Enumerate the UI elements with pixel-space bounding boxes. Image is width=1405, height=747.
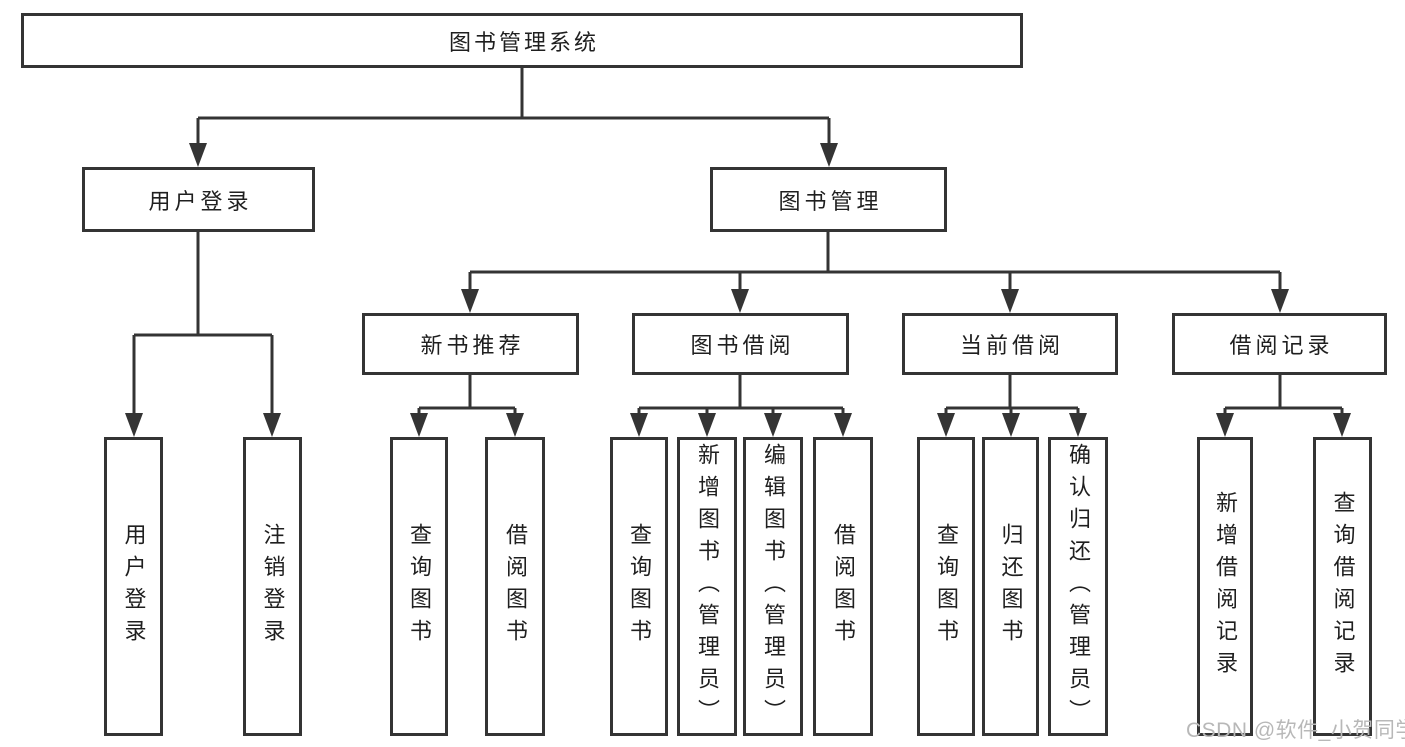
node-new-book-recommend: 新书推荐 (362, 313, 579, 375)
leaf-current-return-book-label: 归还图书 (998, 522, 1024, 651)
node-book-borrowing: 图书借阅 (632, 313, 849, 375)
leaf-current-confirm-return-admin: 确认归还（管理员） (1048, 437, 1108, 736)
node-system-root: 图书管理系统 (21, 13, 1023, 68)
leaf-borrowing-edit-book-admin-label: 编辑图书（管理员） (761, 442, 786, 731)
leaf-borrowing-borrow-book-label: 借阅图书 (831, 522, 856, 651)
leaf-borrowing-edit-book-admin: 编辑图书（管理员） (743, 437, 803, 736)
node-user-login: 用户登录 (82, 167, 315, 232)
node-current-borrowing: 当前借阅 (902, 313, 1118, 375)
leaf-records-query-record-label: 查询借阅记录 (1330, 490, 1356, 683)
leaf-current-query-book-label: 查询图书 (934, 522, 959, 651)
leaf-newbooks-borrow-book: 借阅图书 (485, 437, 545, 736)
csdn-watermark: CSDN @软件_小贺同学 (1186, 719, 1405, 742)
leaf-borrowing-add-book-admin: 新增图书（管理员） (677, 437, 737, 736)
leaf-user-login: 用户登录 (104, 437, 163, 736)
leaf-records-add-record-label: 新增借阅记录 (1213, 490, 1238, 683)
leaf-current-confirm-return-admin-label: 确认归还（管理员） (1066, 442, 1091, 731)
leaf-borrowing-query-book-label: 查询图书 (627, 522, 652, 651)
leaf-borrowing-add-book-admin-label: 新增图书（管理员） (695, 442, 720, 731)
leaf-newbooks-query-book-label: 查询图书 (407, 522, 432, 651)
node-book-management: 图书管理 (710, 167, 947, 232)
leaf-user-logout: 注销登录 (243, 437, 302, 736)
leaf-records-query-record: 查询借阅记录 (1313, 437, 1372, 736)
leaf-records-add-record: 新增借阅记录 (1197, 437, 1253, 736)
leaf-current-return-book: 归还图书 (982, 437, 1039, 736)
leaf-user-login-label: 用户登录 (121, 522, 147, 651)
leaf-user-logout-label: 注销登录 (260, 522, 286, 651)
leaf-newbooks-query-book: 查询图书 (390, 437, 448, 736)
leaf-borrowing-query-book: 查询图书 (610, 437, 668, 736)
node-borrow-records: 借阅记录 (1172, 313, 1387, 375)
leaf-newbooks-borrow-book-label: 借阅图书 (503, 522, 528, 651)
leaf-current-query-book: 查询图书 (917, 437, 975, 736)
leaf-borrowing-borrow-book: 借阅图书 (813, 437, 873, 736)
